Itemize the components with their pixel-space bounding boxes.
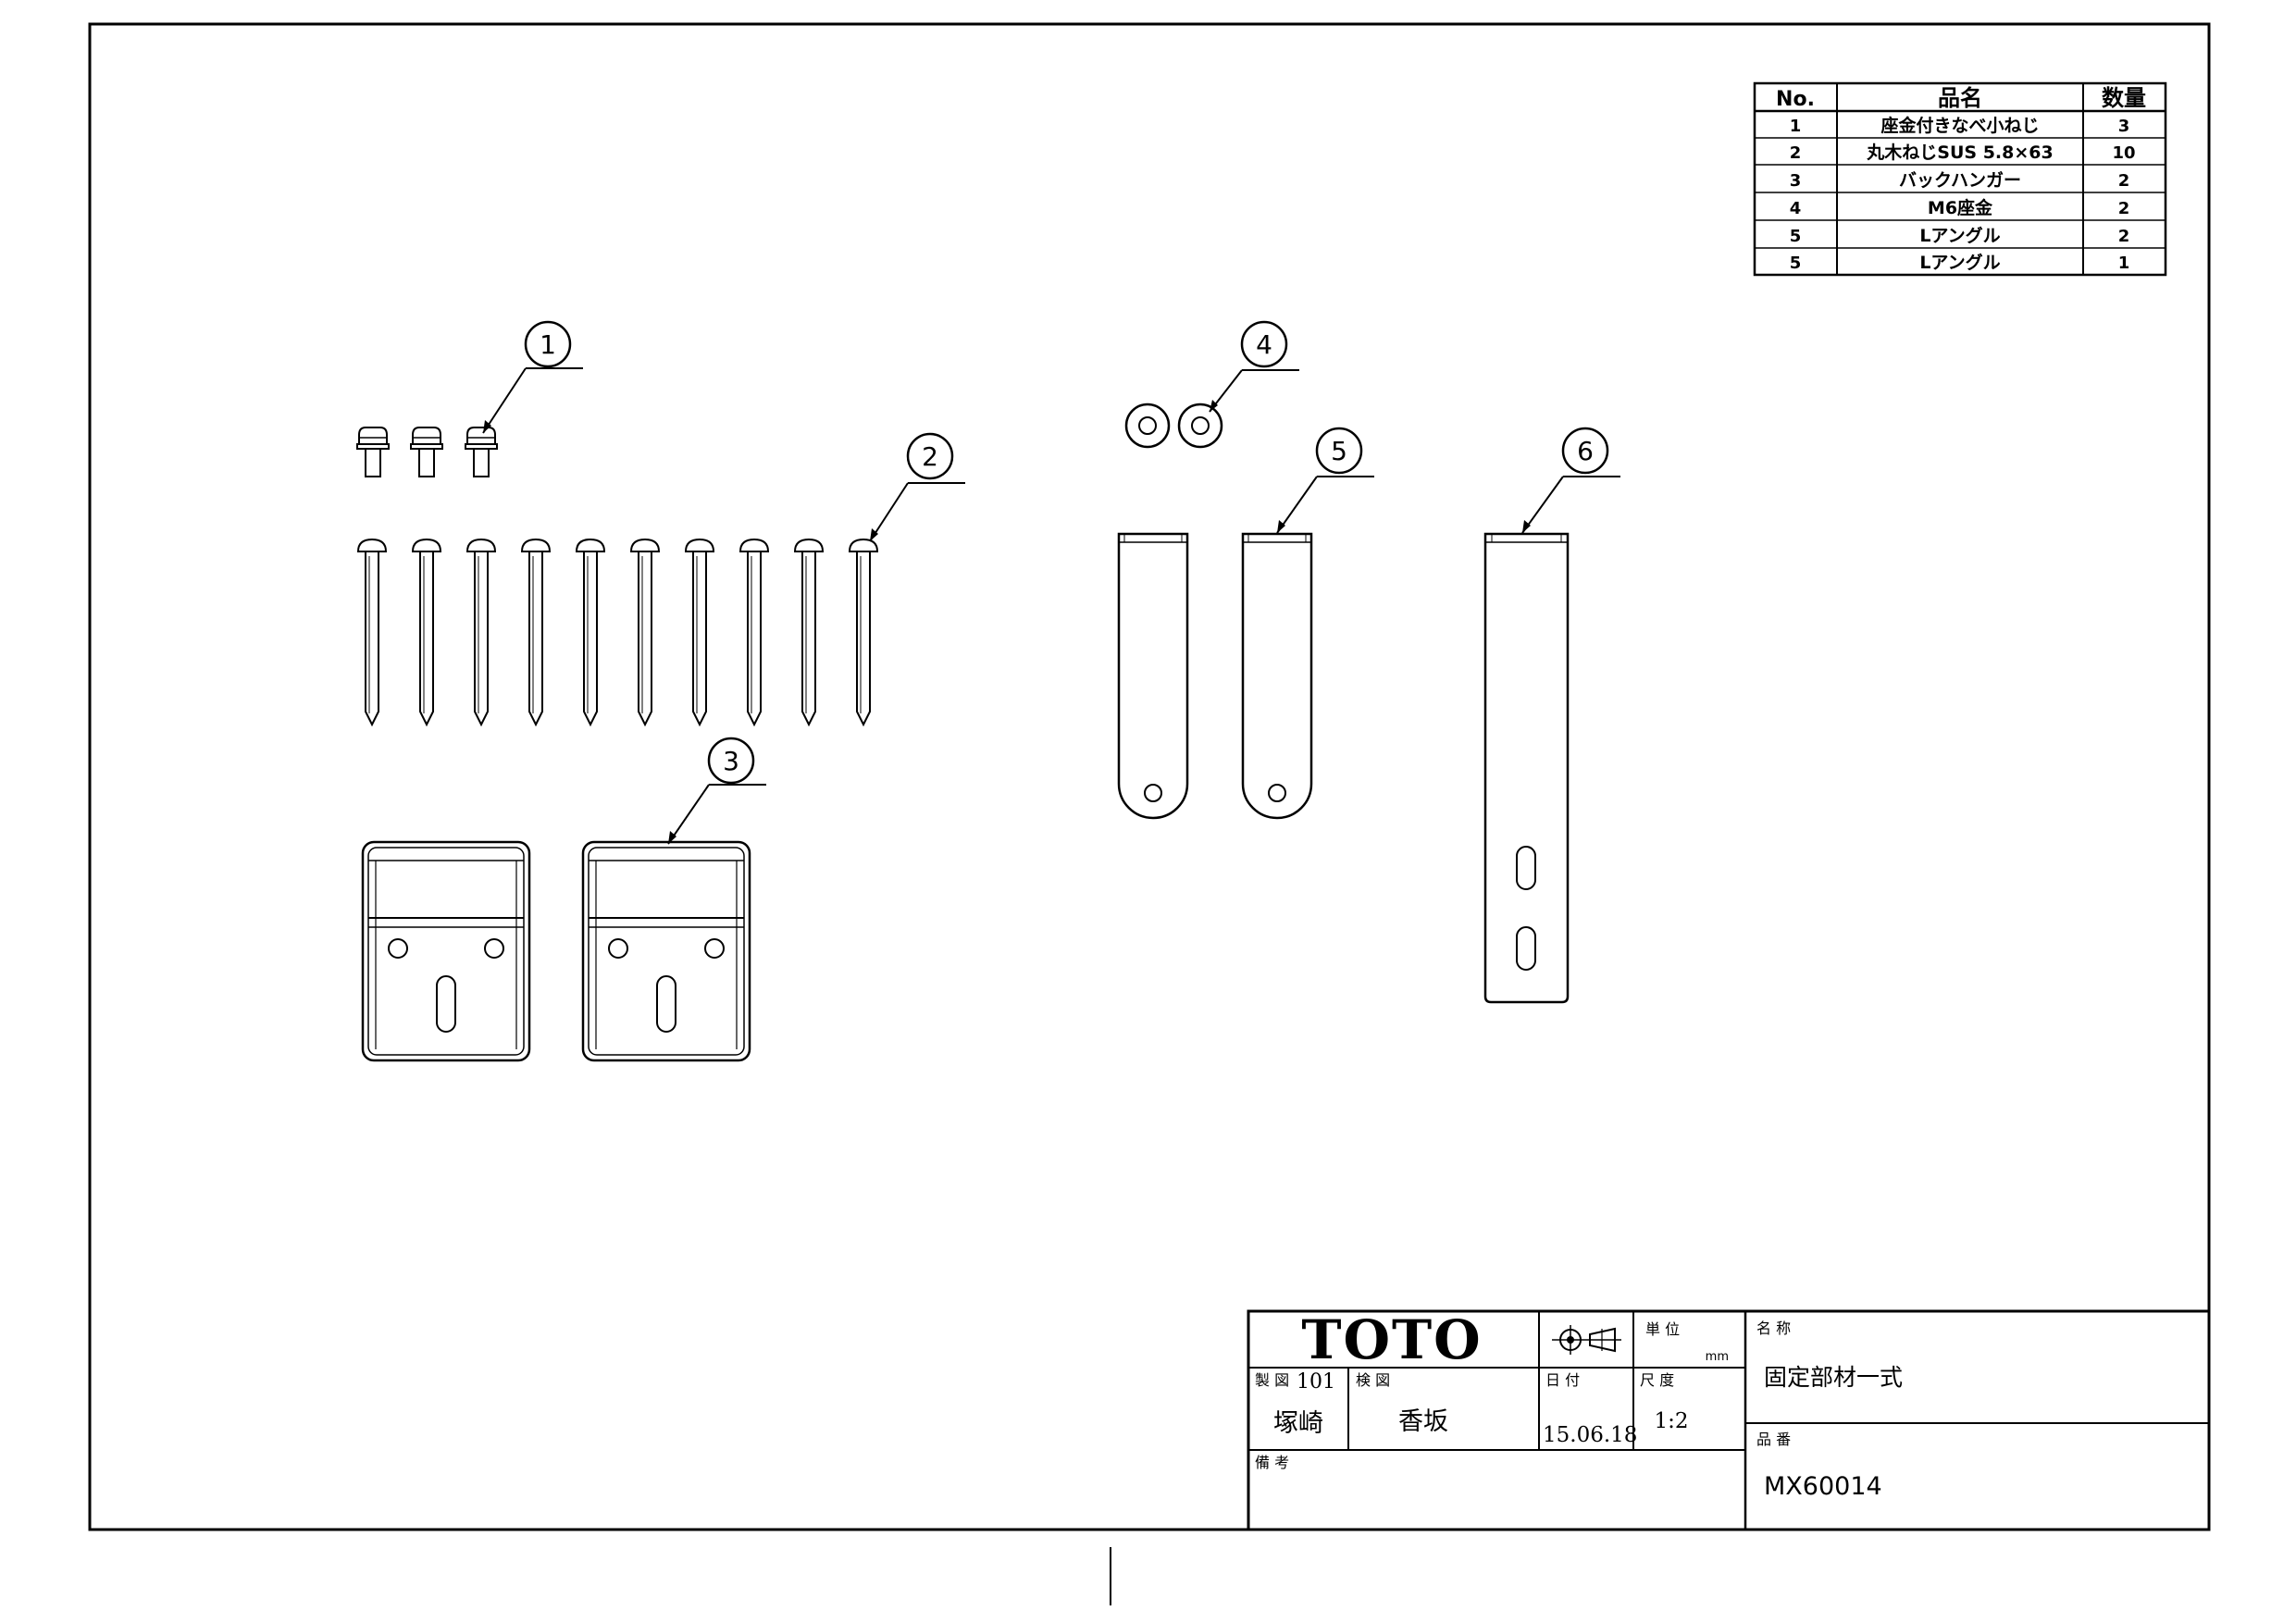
name-label: 名 称 — [1756, 1319, 1791, 1337]
parts-table: No. 品名 数量 1 座金付きなべ小ねじ 3 2 丸木ねじSUS 5.8×63… — [1753, 81, 2167, 277]
scale-label: 尺 度 — [1640, 1371, 1674, 1389]
callout-5: 5 — [1276, 427, 1374, 534]
l-angle — [1117, 532, 1189, 820]
table-cell-name: Lアングル — [1919, 225, 2000, 246]
back-hanger — [361, 840, 531, 1062]
table-cell-qty: 1 — [2118, 254, 2130, 273]
l-angle — [1241, 532, 1313, 820]
table-cell-no: 5 — [1790, 227, 1802, 246]
callout-3: 3 — [667, 737, 766, 845]
svg-text:2: 2 — [922, 441, 938, 472]
screw-small — [465, 427, 498, 477]
table-cell-name: バックハンガー — [1899, 170, 2021, 191]
remarks-label: 備 考 — [1255, 1454, 1289, 1471]
drawn-label: 製 図 — [1255, 1371, 1289, 1389]
unit-label: 単 位 — [1645, 1320, 1680, 1338]
table-cell-name: 丸木ねじSUS 5.8×63 — [1866, 142, 2053, 163]
wood-screw — [685, 539, 714, 725]
wood-screw — [794, 539, 824, 725]
table-header-no: No. — [1776, 88, 1815, 111]
washer — [1124, 403, 1171, 449]
part-no-label: 品 番 — [1756, 1431, 1791, 1448]
drawn-code: 101 — [1297, 1370, 1335, 1394]
checked-by: 香坂 — [1398, 1407, 1448, 1436]
wood-screw — [739, 539, 769, 725]
table-cell-name: M6座金 — [1928, 197, 1993, 218]
part-4-washers — [1124, 403, 1223, 449]
title-block: TOTO 単 位 mm 名 称 固定部材一式 製 図 101 塚崎 検 図 香坂… — [1247, 1308, 2211, 1531]
wood-screw — [357, 539, 387, 725]
callout-2: 2 — [869, 432, 965, 542]
wood-screw — [412, 539, 441, 725]
date-label: 日 付 — [1545, 1371, 1580, 1389]
table-cell-no: 4 — [1790, 199, 1802, 218]
table-cell-qty: 3 — [2118, 117, 2130, 136]
table-cell-no: 3 — [1790, 171, 1802, 191]
svg-text:1: 1 — [540, 329, 556, 360]
drawn-by: 塚崎 — [1273, 1409, 1323, 1438]
brand-logo: TOTO — [1301, 1308, 1482, 1371]
part-2-wood-screws — [357, 539, 878, 725]
wood-screw — [576, 539, 605, 725]
back-hanger — [581, 840, 751, 1062]
table-cell-no: 5 — [1790, 254, 1802, 273]
unit-value: mm — [1706, 1350, 1729, 1364]
svg-text:4: 4 — [1256, 329, 1272, 360]
part-1-screws — [356, 427, 498, 477]
callout-6: 6 — [1521, 427, 1620, 534]
part-5-l-angles — [1117, 532, 1313, 820]
drawing-border — [88, 22, 2211, 1531]
projection-symbol-icon — [1552, 1325, 1621, 1355]
date-value: 15.06.18 — [1543, 1423, 1637, 1447]
table-cell-name: Lアングル — [1919, 252, 2000, 273]
table-cell-qty: 2 — [2118, 199, 2130, 218]
callout-1: 1 — [482, 320, 583, 434]
table-cell-qty: 2 — [2118, 171, 2130, 191]
callout-4: 4 — [1209, 320, 1299, 413]
screw-small — [410, 427, 443, 477]
part-3-back-hangers — [361, 840, 751, 1062]
screw-small — [356, 427, 390, 477]
svg-text:5: 5 — [1331, 436, 1347, 466]
part-no-value: MX60014 — [1764, 1472, 1882, 1501]
wood-screw — [466, 539, 496, 725]
table-cell-no: 2 — [1790, 143, 1802, 163]
washer — [1177, 403, 1223, 449]
drawing-name: 固定部材一式 — [1764, 1364, 1903, 1391]
checked-label: 検 図 — [1356, 1371, 1390, 1389]
table-header-qty: 数量 — [2102, 85, 2146, 111]
table-cell-no: 1 — [1790, 117, 1802, 136]
table-cell-name: 座金付きなべ小ねじ — [1880, 115, 2039, 136]
scale-value: 1:2 — [1654, 1409, 1688, 1433]
part-6-l-angle-long — [1483, 532, 1570, 1004]
table-cell-qty: 10 — [2112, 143, 2135, 163]
svg-text:3: 3 — [723, 746, 739, 776]
svg-text:6: 6 — [1577, 436, 1594, 466]
wood-screw — [630, 539, 660, 725]
wood-screw — [521, 539, 551, 725]
wood-screw — [849, 539, 878, 725]
table-header-name: 品名 — [1938, 85, 1982, 111]
table-cell-qty: 2 — [2118, 227, 2130, 246]
